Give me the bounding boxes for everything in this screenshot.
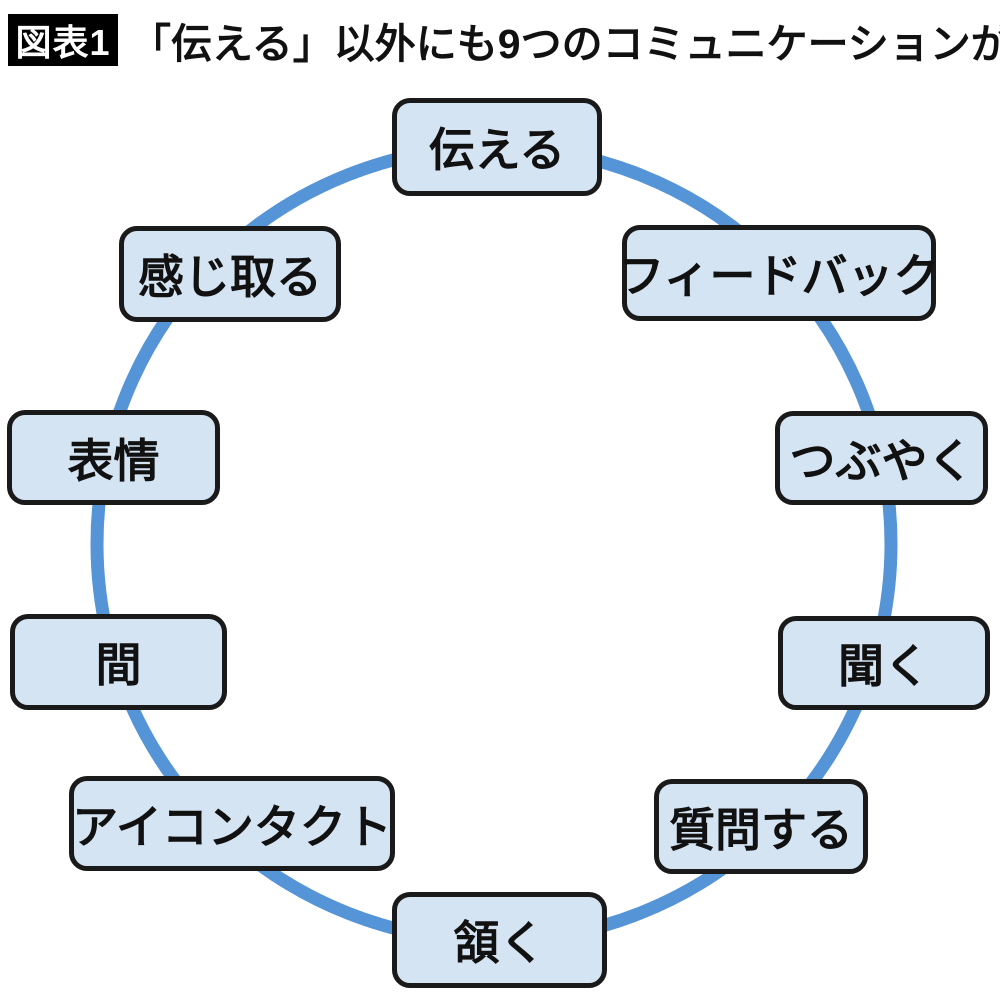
node-label: 伝える [428,124,566,176]
node-label: つぶやく [789,435,974,487]
node-tsutaeru: 伝える [392,98,602,196]
node-tsubuyaku: つぶやく [775,411,988,505]
node-kanjitoru: 感じ取る [119,226,341,322]
node-eye-contact: アイコンタクト [69,776,395,871]
node-label: 感じ取る [138,251,322,303]
node-label: 質問する [669,803,853,856]
node-label: 間 [95,639,142,691]
figure-number-badge: 図表1 [8,14,118,66]
node-label: フィードバック [618,250,940,302]
node-label: 頷く [453,917,546,969]
figure-header: 図表1 「伝える」以外にも9つのコミュニケーションがある [8,10,1000,70]
node-feedback: フィードバック [618,225,940,321]
node-label: 聞く [838,640,930,692]
node-label: 表情 [67,434,160,487]
node-unazuku: 頷く [392,892,607,988]
node-shitsumon-suru: 質問する [654,779,868,874]
node-label: アイコンタクト [72,800,392,853]
node-kiku: 聞く [778,616,990,710]
node-ma: 間 [10,614,227,710]
figure-title: 「伝える」以外にも9つのコミュニケーションがある [130,21,1000,67]
node-hyojo: 表情 [7,410,220,505]
